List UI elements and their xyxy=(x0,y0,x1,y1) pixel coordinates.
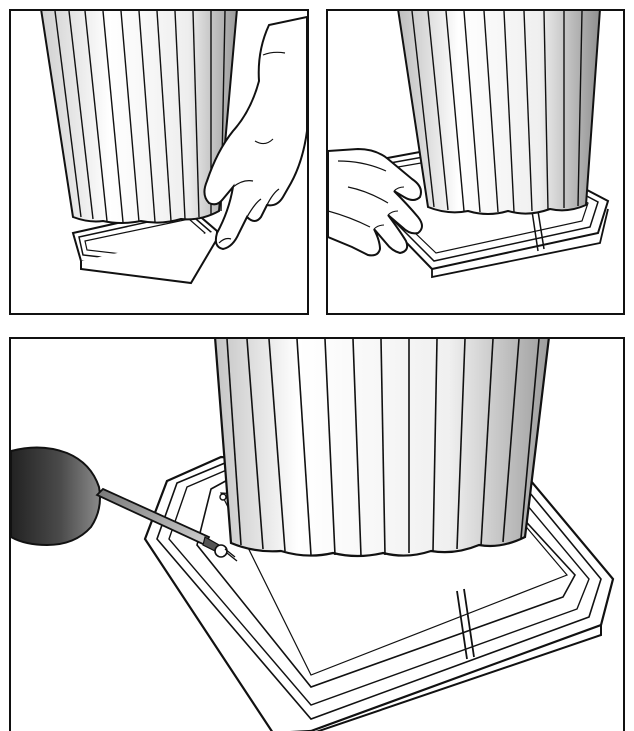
step-3-illustration xyxy=(11,339,623,731)
step-2-illustration xyxy=(328,11,623,313)
step-panel-press-base-ring xyxy=(326,9,625,315)
column-shaft xyxy=(215,339,549,556)
screw-head xyxy=(215,545,227,557)
step-panel-place-base-ring xyxy=(9,9,309,315)
step-1-illustration xyxy=(11,11,307,313)
drill-chuck xyxy=(11,447,100,545)
screw-hole xyxy=(220,494,226,500)
column-shaft xyxy=(398,11,600,214)
step-panel-screw-base-ring xyxy=(9,337,625,731)
